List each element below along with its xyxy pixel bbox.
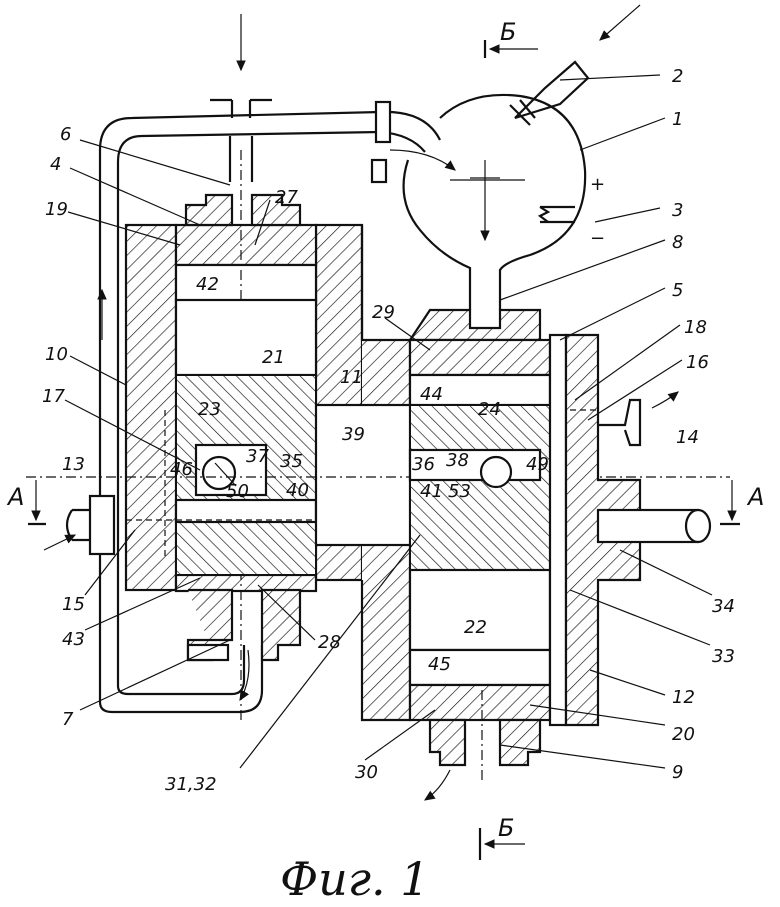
pole-minus: −	[590, 228, 605, 249]
label-36: 36	[412, 454, 435, 475]
label-46: 46	[170, 459, 193, 480]
label-12: 12	[672, 687, 695, 708]
section-marks	[28, 40, 740, 860]
label-28: 28	[318, 632, 341, 653]
label-41-53: 41	[420, 481, 443, 502]
label-11: 11	[340, 367, 363, 388]
label-21: 21	[262, 347, 285, 368]
label-42: 42	[196, 274, 219, 295]
label-31-32: 31,32	[165, 774, 217, 795]
label-40: 40	[286, 480, 309, 501]
external-pipe	[98, 100, 441, 714]
label-49: 49	[526, 454, 549, 475]
label-2: 2	[672, 66, 683, 87]
central-body	[26, 225, 730, 722]
label-1: 1	[672, 109, 683, 130]
label-18: 18	[684, 317, 707, 338]
label-43: 43	[62, 629, 85, 650]
label-4: 4	[50, 154, 61, 175]
label-3: 3	[672, 200, 683, 221]
label-53: 53	[448, 481, 471, 502]
label-33: 33	[712, 646, 735, 667]
label-6: 6	[60, 124, 71, 145]
label-20: 20	[672, 724, 695, 745]
label-38: 38	[446, 450, 469, 471]
right-housing	[407, 308, 712, 780]
label-30: 30	[355, 762, 378, 783]
label-10: 10	[45, 344, 68, 365]
label-44: 44	[420, 384, 443, 405]
top-inlet	[210, 14, 272, 182]
label-14: 14	[676, 427, 699, 448]
label-19: 19	[45, 199, 68, 220]
section-letters: Б Б А А	[6, 18, 764, 842]
label-45: 45	[428, 654, 451, 675]
label-13: 13	[62, 454, 85, 475]
leader-lines	[64, 74, 713, 769]
label-23: 23	[198, 399, 221, 420]
label-17: 17	[42, 386, 65, 407]
section-a-left: А	[6, 483, 24, 511]
label-22: 22	[464, 617, 487, 638]
label-39: 39	[342, 424, 365, 445]
section-b-bottom: Б	[498, 814, 514, 842]
label-37: 37	[246, 446, 269, 467]
label-7: 7	[62, 709, 74, 730]
part-numbers: 2 1 3 8 5 18 16 14 34 33 12 20 9 30 31,3…	[42, 66, 735, 795]
label-29: 29	[372, 302, 395, 323]
label-15: 15	[62, 594, 85, 615]
label-50: 50	[226, 481, 249, 502]
left-rotor	[126, 298, 330, 576]
figure-caption: Фиг. 1	[280, 852, 430, 906]
chamber-1: + −	[389, 4, 641, 310]
label-35: 35	[280, 451, 303, 472]
label-16: 16	[686, 352, 709, 373]
section-b-top: Б	[500, 18, 516, 46]
label-27: 27	[275, 187, 298, 208]
label-8: 8	[672, 232, 683, 253]
section-a-right: А	[746, 483, 764, 511]
label-24: 24	[478, 399, 501, 420]
item-13-valve	[43, 494, 116, 556]
label-5: 5	[672, 280, 683, 301]
pole-plus: +	[590, 174, 605, 195]
label-34: 34	[712, 596, 735, 617]
label-9: 9	[672, 762, 683, 783]
